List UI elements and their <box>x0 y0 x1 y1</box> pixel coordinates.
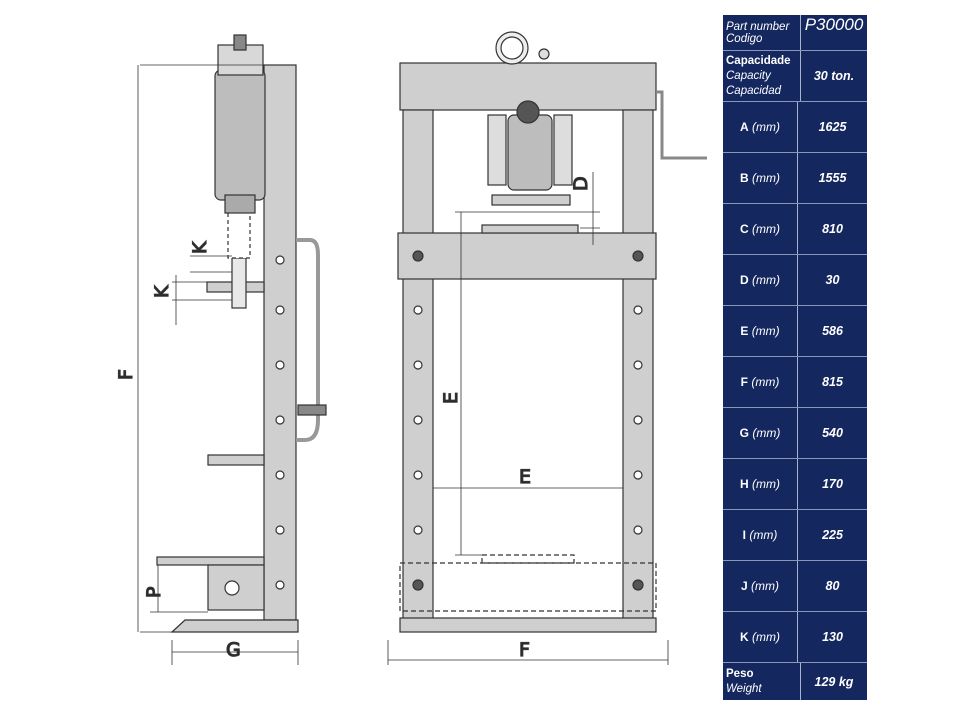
dimension-value: 30 <box>825 273 840 287</box>
dimension-key: B <box>740 171 749 185</box>
dimension-row-j: J (mm) 80 <box>723 561 867 612</box>
capacity-value: 30 ton. <box>813 69 855 83</box>
capacity-label-pt: Capacidade <box>726 54 791 67</box>
part-number-value: P30000 <box>804 15 864 34</box>
dimension-row-h: H (mm) 170 <box>723 459 867 510</box>
dimension-value: 130 <box>822 630 843 644</box>
dimension-unit: (mm) <box>752 273 780 287</box>
dimension-unit: (mm) <box>752 477 780 491</box>
dimension-unit: (mm) <box>751 324 780 338</box>
dim-label-k-lower: K <box>151 285 173 298</box>
capacity-label-es: Capacidad <box>726 84 781 97</box>
dimension-row-e: E (mm) 586 <box>723 306 867 357</box>
dimension-value: 1625 <box>818 120 847 134</box>
dimension-unit: (mm) <box>752 630 780 644</box>
dimension-key: C <box>740 222 749 236</box>
dimension-row-i: I (mm) 225 <box>723 510 867 561</box>
dimension-key: K <box>740 630 749 644</box>
dim-label-f-front: F <box>519 639 530 661</box>
dimension-unit: (mm) <box>752 120 780 134</box>
dimension-value: 225 <box>822 528 843 542</box>
dimension-unit: (mm) <box>751 579 779 593</box>
dimension-unit: (mm) <box>752 171 780 185</box>
dimension-key: J <box>740 579 748 593</box>
dim-label-e-horizontal: E <box>519 466 531 488</box>
dimension-value: 80 <box>825 579 840 593</box>
dimension-key: A <box>740 120 749 134</box>
front-view: D E E F <box>387 31 707 665</box>
dimension-key: I <box>742 528 746 542</box>
dimension-key: H <box>740 477 749 491</box>
dimension-row-a: A (mm) 1625 <box>723 102 867 153</box>
dimension-unit: (mm) <box>752 426 781 440</box>
weight-label-en: Weight <box>726 682 762 695</box>
dimension-key: E <box>740 324 749 338</box>
dimension-value: 170 <box>822 477 843 491</box>
codigo-label: Codigo <box>726 32 763 45</box>
dim-label-k-upper: K <box>189 241 211 254</box>
dimension-unit: (mm) <box>751 375 780 389</box>
dim-label-p: P <box>143 587 165 598</box>
dimension-unit: (mm) <box>752 222 780 236</box>
dimension-value: 810 <box>822 222 843 236</box>
dimension-key: F <box>740 375 748 389</box>
dim-label-g: G <box>226 639 241 661</box>
weight-label-pt: Peso <box>726 667 754 680</box>
dimension-row-k: K (mm) 130 <box>723 612 867 663</box>
dimension-value: 586 <box>822 324 843 338</box>
dim-label-e-vertical: E <box>440 392 462 404</box>
dimension-row-d: D (mm) 30 <box>723 255 867 306</box>
dimension-key: G <box>739 426 749 440</box>
dimension-row-f: F (mm) 815 <box>723 357 867 408</box>
side-view: F G P K K <box>114 34 327 665</box>
weight-value: 129 kg <box>814 674 854 689</box>
dimension-key: D <box>740 273 749 287</box>
hydraulic-press-drawing: F G P K K D E E F <box>114 31 707 665</box>
dimension-value: 815 <box>822 375 843 389</box>
dim-label-d: D <box>570 176 592 191</box>
dimension-value: 1555 <box>818 171 847 185</box>
dimension-row-b: B (mm) 1555 <box>723 153 867 204</box>
dim-label-f: F <box>115 369 137 380</box>
dimension-row-g: G (mm) 540 <box>723 408 867 459</box>
dimension-unit: (mm) <box>749 528 778 542</box>
dimension-value: 540 <box>822 426 843 440</box>
dimension-row-c: C (mm) 810 <box>723 204 867 255</box>
part-number-label: Part number <box>726 20 790 33</box>
capacity-label-en: Capacity <box>726 69 771 82</box>
